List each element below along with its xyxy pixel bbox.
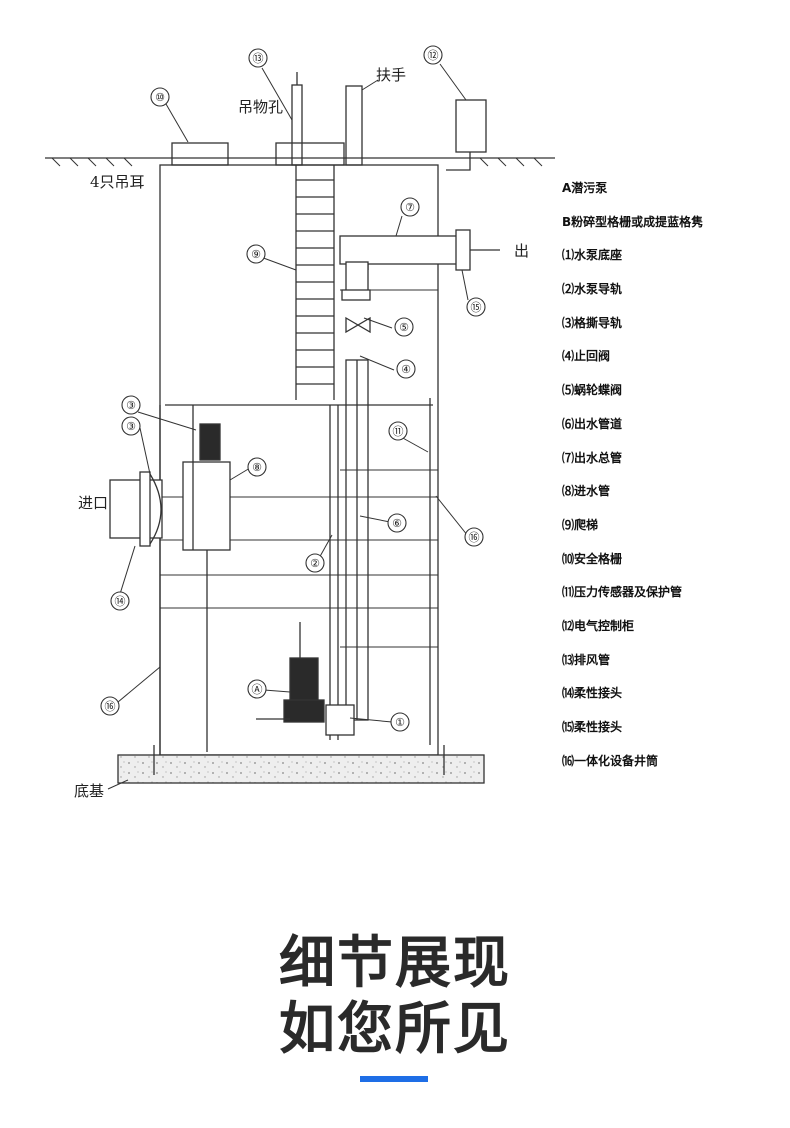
legend-item: ⑺出水总管 — [562, 450, 623, 465]
label-base: 底基 — [74, 782, 104, 800]
label-lifting-lugs: 4只吊耳 — [90, 173, 145, 191]
callout-15: ⑮ — [471, 301, 482, 314]
legend-item: ⑴水泵底座 — [562, 248, 623, 263]
legend-item: ⑿电气控制柜 — [562, 618, 635, 633]
callout-9: ⑨ — [251, 248, 261, 261]
callout-4: ④ — [401, 363, 411, 376]
callout-3b: ③ — [126, 420, 136, 433]
safety-grille — [171, 142, 229, 166]
ladder — [295, 165, 335, 400]
callout-7: ⑦ — [405, 201, 415, 214]
callout-16b: ⑯ — [105, 700, 116, 713]
legend-item: ⒀排风管 — [562, 652, 611, 667]
legend-item: B粉碎型格栅或成提蓝格隽 — [562, 214, 704, 229]
callout-12: ⑫ — [428, 49, 439, 62]
callout-13: ⑬ — [253, 52, 264, 65]
legend-item: ⒂柔性接头 — [562, 720, 623, 734]
control-cabinet — [455, 99, 487, 153]
callout-5: ⑤ — [399, 321, 409, 334]
vent-pipe — [291, 84, 303, 166]
legend-list: A潜污泵 B粉碎型格栅或成提蓝格隽 ⑴水泵底座 ⑵水泵导轨 ⑶格撕导轨 ⑷止回阀… — [562, 178, 703, 784]
legend-item: ⒃一体化设备井筒 — [562, 753, 659, 768]
accent-bar — [360, 1076, 428, 1082]
legend-item: A潜污泵 — [562, 181, 608, 195]
callout-markers — [100, 45, 486, 732]
hatch — [275, 142, 345, 166]
callout-14: ⑭ — [115, 595, 126, 608]
legend-item: ⑶格撕导轨 — [562, 315, 623, 330]
handrail-post — [345, 85, 363, 166]
callout-6: ⑥ — [392, 517, 402, 530]
callout-2: ② — [310, 557, 320, 570]
callout-16a: ⑯ — [469, 531, 480, 544]
legend-item: ⑵水泵导轨 — [562, 282, 623, 297]
headline-line-1: 细节展现 — [279, 931, 511, 996]
outlet-main-pipe — [339, 235, 459, 265]
callout-3a: ③ — [126, 399, 136, 412]
grinder-motor — [199, 423, 221, 461]
callout-1: ① — [395, 716, 405, 729]
legend-item: ⑸蜗轮蝶阀 — [562, 383, 623, 398]
headline-line-2: 如您所见 — [279, 997, 511, 1062]
callout-a: Ⓐ — [252, 683, 263, 696]
legend-item: ⒁柔性接头 — [562, 686, 623, 701]
callout-8: ⑧ — [252, 461, 262, 474]
base-slab — [117, 754, 485, 784]
legend-item: ⑻进水管 — [562, 484, 611, 499]
callout-11: ⑪ — [393, 425, 404, 438]
inlet-pipe — [109, 479, 163, 539]
legend-item: ⑽安全格栅 — [562, 551, 623, 566]
legend-item: ⑷止回阀 — [562, 349, 611, 364]
label-outlet: 出 — [514, 242, 529, 260]
grinder-housing — [182, 461, 231, 551]
label-inlet: 进口 — [78, 494, 108, 512]
label-lift-hole: 吊物孔 — [238, 98, 283, 116]
label-handrail: 扶手 — [376, 66, 406, 84]
legend-item: ⑼爬梯 — [562, 517, 599, 532]
legend-item: ⑾压力传感器及保护管 — [562, 585, 683, 600]
legend-item: ⑹出水管道 — [562, 416, 623, 431]
callout-10: ⑩ — [155, 91, 165, 104]
equipment-diagram: 吊物孔 扶手 4只吊耳 出 进口 底基 ⑬ ⑫ ⑩ ⑦ ⑨ ⑤ ⑮ ④ ③ ③ — [45, 45, 555, 800]
